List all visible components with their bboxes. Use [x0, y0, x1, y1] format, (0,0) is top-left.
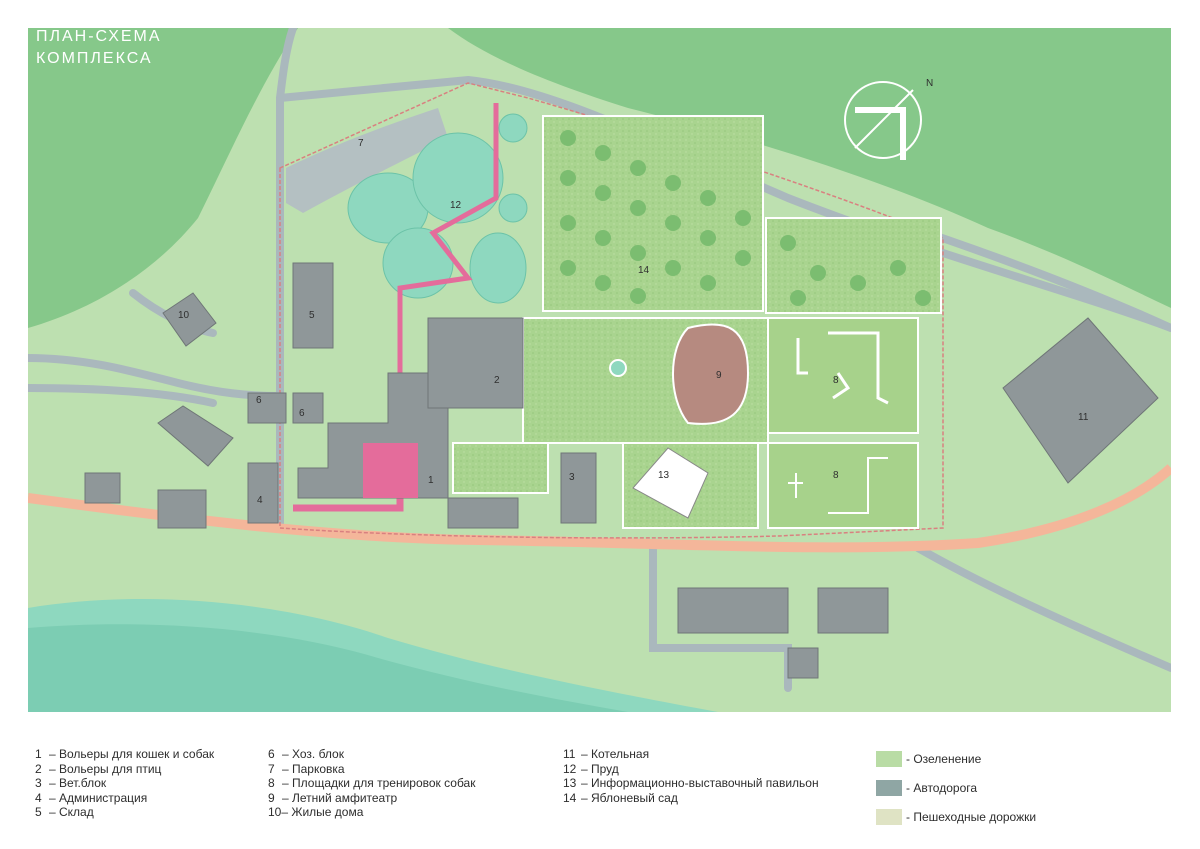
building-10-small [84, 472, 121, 504]
building-6b [292, 392, 324, 424]
river-shallow [28, 624, 628, 712]
legend-row: 12– Пруд [563, 761, 619, 776]
parking-7 [286, 108, 448, 213]
compass-rose [844, 81, 922, 160]
label-8b: 8 [833, 470, 839, 481]
label-6a: 6 [256, 395, 262, 406]
amphitheatre-9 [672, 323, 750, 425]
label-7: 7 [358, 138, 364, 149]
swatch-footpath: - Пешеходные дорожки [876, 806, 1036, 828]
legend-row: 13– Информационно-выставочный павильон [563, 776, 819, 790]
label-1: 1 [428, 475, 434, 486]
orchard-trees [560, 130, 751, 304]
building-labels: 1 2 3 4 5 6 6 7 8 8 9 10 11 12 13 14 [178, 138, 1089, 506]
building-10-se1 [677, 587, 789, 634]
legend-row: 6– Хоз. блок [268, 747, 344, 761]
pavilion-13 [632, 447, 709, 519]
footpath-swatch [876, 809, 902, 825]
legend-col3: 11– Котельная 12– Пруд 13– Информационно… [563, 747, 819, 805]
legend-row: 11– Котельная [563, 747, 650, 761]
building-10-west [162, 292, 217, 347]
building-10-sw [157, 405, 234, 467]
label-8a: 8 [833, 375, 839, 386]
road-swatch [876, 780, 902, 796]
forest-west [28, 28, 298, 328]
legend-row: 14– Яблоневый сад [563, 790, 678, 805]
label-9: 9 [716, 370, 722, 381]
courtyard [452, 442, 549, 494]
legend-row: 1– Вольеры для кошек и собак [35, 747, 215, 761]
apple-orchard-14 [542, 115, 764, 312]
legend-row: 5– Склад [35, 805, 94, 819]
building-10-se2 [817, 587, 889, 634]
label-14: 14 [638, 265, 650, 276]
building-10-tiny [787, 647, 819, 679]
label-6b: 6 [299, 408, 305, 419]
dog-training-8a [767, 317, 919, 434]
buildings [84, 262, 1159, 679]
building-10-box [157, 489, 207, 529]
gallery-block [363, 443, 418, 498]
swatch-road: - Автодорога [876, 777, 1036, 799]
site-plan-map: N 1 2 3 4 5 6 6 7 8 8 9 10 11 12 13 14 [28, 28, 1171, 712]
legend-row: 3– Вет.блок [35, 776, 107, 790]
fountain [609, 359, 627, 377]
label-3: 3 [569, 472, 575, 483]
swatch-greenery: - Озеленение [876, 748, 1036, 770]
plan-title-line2: КОМПЛЕКСА [36, 50, 153, 67]
legend-row: 4– Администрация [35, 790, 148, 805]
color-legend: - Озеленение - Автодорога - Пешеходные д… [876, 748, 1036, 835]
building-3 [560, 452, 597, 524]
legend-row: 9– Летний амфитеатр [268, 790, 398, 805]
legend-col2: 6– Хоз. блок 7– Парковка 8– Площадки для… [268, 747, 475, 820]
building-4 [247, 462, 279, 524]
building-6a [247, 392, 287, 424]
label-4: 4 [257, 495, 263, 506]
building-5 [292, 262, 334, 349]
promenade [28, 464, 1171, 553]
legend-row: 10– Жилые дома [268, 805, 364, 819]
label-13: 13 [658, 470, 670, 481]
label-10: 10 [178, 310, 190, 321]
dog-training-8b [767, 442, 919, 529]
plan-title-line1: ПЛАН-СХЕМА [36, 28, 162, 45]
label-5: 5 [309, 310, 315, 321]
compass-label: N [926, 78, 933, 89]
legend-col1: 1– Вольеры для кошек и собак 2– Вольеры … [35, 747, 214, 820]
building-2 [427, 317, 524, 409]
label-11: 11 [1078, 412, 1089, 423]
legend-row: 8– Площадки для тренировок собак [268, 776, 476, 790]
label-2: 2 [494, 375, 500, 386]
gallery-walkway [397, 103, 499, 448]
legend-row: 7– Парковка [268, 761, 345, 776]
greenery-swatch [876, 751, 902, 767]
label-12: 12 [450, 200, 462, 211]
legend-row: 2– Вольеры для птиц [35, 761, 162, 776]
plan-title: ПЛАН-СХЕМА КОМПЛЕКСА [36, 26, 162, 70]
building-11 [1002, 317, 1159, 484]
pond-12 [347, 113, 528, 304]
forest-east [448, 28, 1171, 308]
